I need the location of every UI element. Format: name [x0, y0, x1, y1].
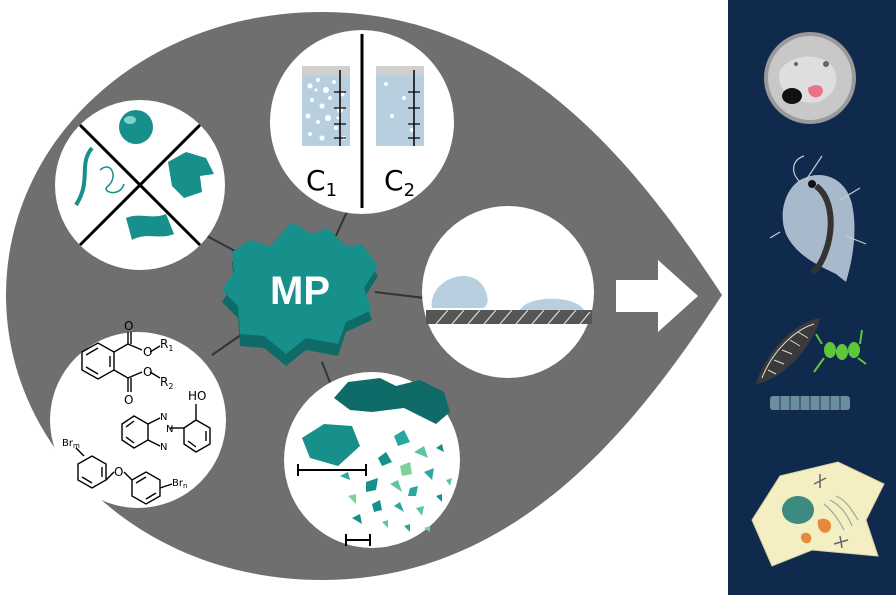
- large-fragment-top: [334, 378, 450, 424]
- arrow-right-icon: [616, 260, 698, 332]
- sphere-particle: [119, 110, 153, 144]
- algae-icon: [756, 318, 867, 410]
- green-algae-icon: [813, 329, 867, 373]
- chemicals-circle: O O R1 O O R2 HO N N N O Brm Brn: [50, 319, 226, 508]
- fragment-particle: [168, 152, 214, 198]
- shapes-divider-2: [78, 123, 202, 247]
- shapes-circle: [55, 100, 225, 270]
- surface-slab: [426, 309, 592, 325]
- beaker-c1: [302, 66, 350, 146]
- chem-o1: O: [124, 319, 133, 333]
- size-bar-small: [345, 534, 371, 546]
- droplet-flat: [520, 298, 584, 310]
- daphnia-icon: [769, 155, 867, 282]
- chem-r1: R1: [160, 337, 173, 353]
- organisms-panel: [728, 0, 896, 595]
- chem-r2: R2: [160, 375, 173, 391]
- fragmentation-circle: [284, 372, 460, 548]
- surface-circle: [422, 206, 594, 378]
- chem-n3: N: [160, 442, 167, 453]
- droplet-large: [431, 275, 488, 308]
- chem-n1: N: [160, 412, 167, 423]
- size-bar-large: [297, 464, 367, 476]
- chem-brm: Brm: [62, 438, 80, 450]
- chem-o2: O: [143, 345, 152, 359]
- diatom-icon: [756, 318, 820, 384]
- chem-ho: HO: [188, 389, 206, 403]
- chem-brn: Brn: [172, 478, 187, 490]
- fiber-thin-particle: [99, 166, 125, 194]
- chem-o3: O: [124, 393, 133, 407]
- chem-o4: O: [143, 365, 152, 379]
- medium-fragment: [302, 424, 360, 466]
- mp-particle-top: [222, 222, 378, 354]
- beaker-c2: [376, 66, 424, 146]
- film-particle: [126, 214, 174, 240]
- mp-particle: MP: [222, 222, 378, 366]
- label-c1: C1: [306, 164, 337, 201]
- concentration-circle: C1 C2: [270, 30, 454, 214]
- label-c2: C2: [384, 164, 415, 201]
- chem-o5: O: [114, 465, 123, 479]
- mp-label: MP: [270, 269, 330, 313]
- cell-icon: [751, 461, 885, 567]
- chem-n2: N: [166, 424, 173, 435]
- protozoa-icon: [764, 32, 856, 124]
- small-fragments: [340, 430, 452, 532]
- filament-algae-icon: [770, 396, 850, 410]
- fiber-particle: [74, 146, 94, 207]
